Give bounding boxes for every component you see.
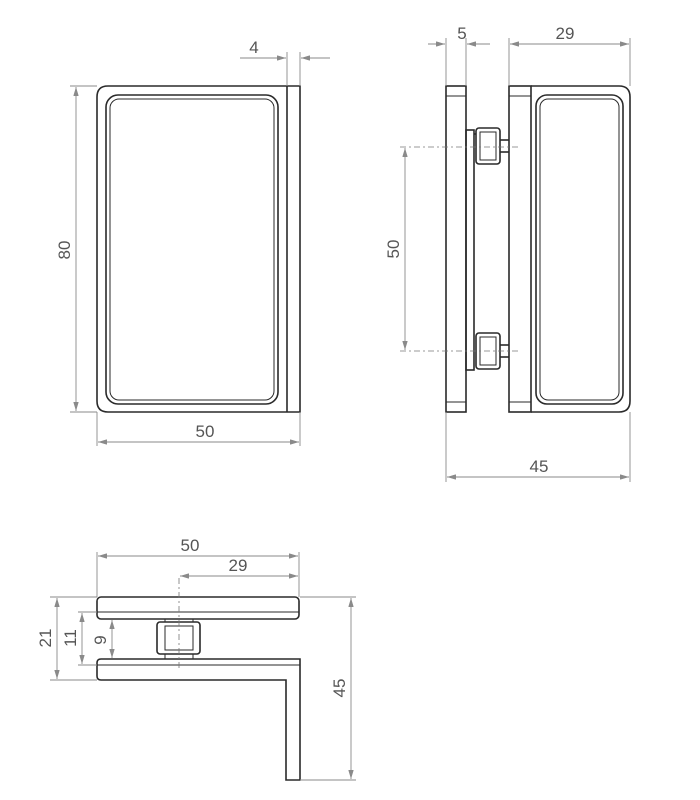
dim-height-label: 80 bbox=[55, 241, 74, 260]
dim-thickness-label: 4 bbox=[249, 38, 258, 57]
dim-leg-length-label: 45 bbox=[330, 679, 349, 698]
side-body-outline bbox=[531, 85, 631, 413]
front-plate-outline bbox=[96, 85, 301, 413]
front-inner-panel bbox=[105, 94, 279, 405]
top-view: 50 29 21 11 9 45 bbox=[36, 536, 356, 781]
top-bolt-body bbox=[156, 621, 201, 655]
top-upper-plate bbox=[96, 596, 300, 620]
dim-gap-label: 5 bbox=[457, 24, 466, 43]
dim-bolt-spacing-label: 50 bbox=[384, 240, 403, 259]
dim-gap-height-label: 9 bbox=[91, 635, 110, 644]
front-view: 80 50 4 bbox=[55, 38, 330, 446]
side-inner-panel-inset bbox=[539, 98, 620, 401]
side-left-plate bbox=[445, 85, 467, 413]
top-lower-bracket bbox=[96, 658, 301, 781]
side-glass-edge bbox=[465, 129, 475, 371]
dim-top-clamp-label: 29 bbox=[229, 556, 248, 575]
dim-overall-label: 45 bbox=[530, 457, 549, 476]
dim-clamp-width-label: 29 bbox=[556, 24, 575, 43]
dim-total-height-label: 21 bbox=[36, 629, 55, 648]
dim-width-label: 50 bbox=[196, 422, 215, 441]
side-inner-panel bbox=[535, 94, 624, 405]
side-bolt-upper bbox=[474, 127, 509, 165]
dim-top-width-label: 50 bbox=[181, 536, 200, 555]
side-view: 50 5 29 45 bbox=[384, 24, 631, 482]
side-right-plate bbox=[508, 85, 532, 413]
dim-inner-height-label: 11 bbox=[61, 629, 80, 647]
front-inner-panel-inset bbox=[109, 98, 275, 401]
